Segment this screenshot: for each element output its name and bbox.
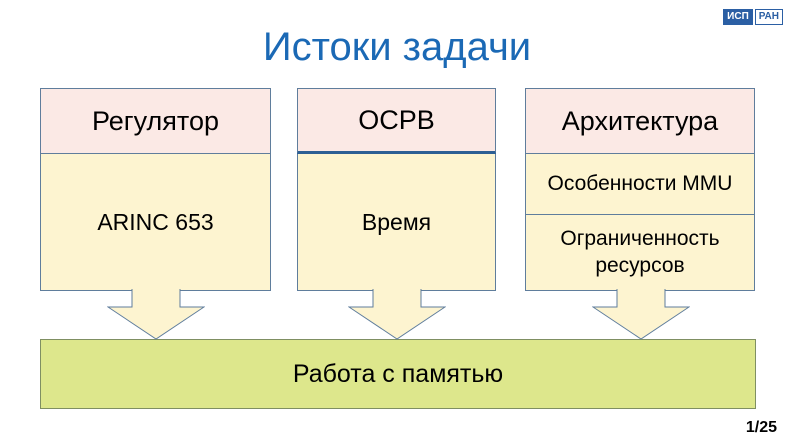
column-rtos-cell: Время (297, 154, 496, 291)
result-box: Работа с памятью (40, 339, 756, 409)
arrow-down-icon (348, 289, 446, 340)
page-number: 1/25 (745, 419, 777, 436)
column-architecture: Архитектура Особенности MMU Ограниченнос… (525, 88, 755, 291)
logo-isp-badge: ИСП (723, 9, 753, 25)
isp-ras-logo: ИСП РАН (723, 9, 783, 25)
column-regulator-header: Регулятор (40, 88, 271, 154)
arrow-down-icon (107, 289, 205, 340)
column-architecture-header: Архитектура (525, 88, 755, 154)
logo-ran-badge: РАН (754, 9, 783, 25)
column-architecture-cell-mmu: Особенности MMU (525, 154, 755, 215)
arrow-down-icon (592, 289, 690, 340)
column-architecture-cell-resources: Ограниченность ресурсов (525, 215, 755, 291)
column-rtos-header: ОСРВ (297, 88, 496, 154)
column-regulator: Регулятор ARINC 653 (40, 88, 271, 291)
column-regulator-cell: ARINC 653 (40, 154, 271, 291)
column-rtos: ОСРВ Время (297, 88, 496, 291)
slide-title: Истоки задачи (262, 25, 532, 69)
